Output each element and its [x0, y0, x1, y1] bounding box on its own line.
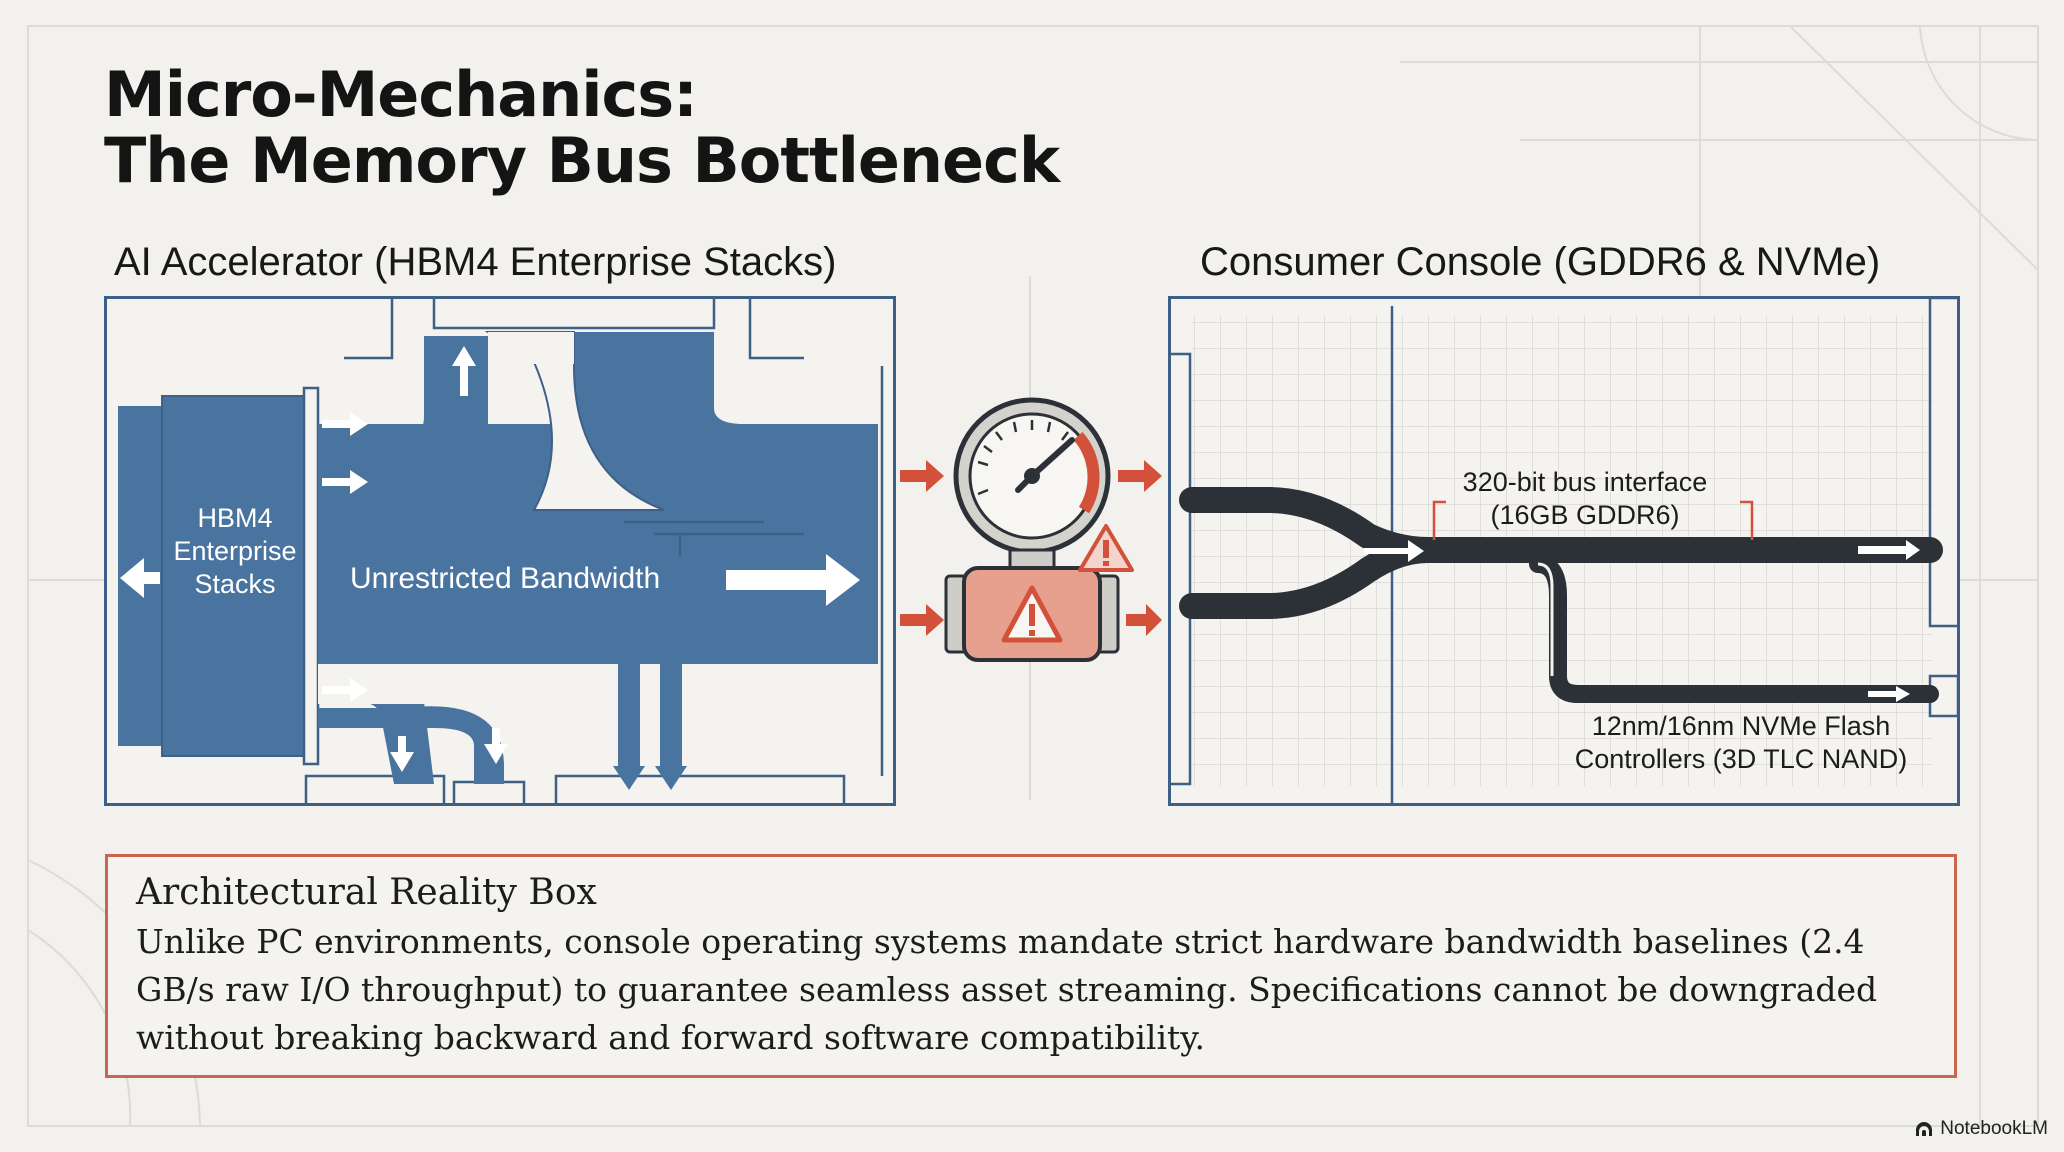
right-panel-heading: Consumer Console (GDDR6 & NVMe) — [1200, 240, 1881, 284]
gauge-icon — [953, 397, 1111, 555]
bus-interface-label: 320-bit bus interface (16GB GDDR6) — [1440, 466, 1730, 532]
valve-icon — [944, 566, 1120, 662]
left-arrow-icon — [120, 558, 160, 598]
hbm4-stack-label-line2: Enterprise — [173, 536, 297, 566]
bus-interface-label-line2: (16GB GDDR6) — [1490, 500, 1680, 530]
outflow-arrow-icon-1 — [1118, 460, 1162, 492]
right-arrow-icon-1 — [322, 412, 368, 436]
down-arrow-icon-1 — [390, 736, 414, 772]
right-arrow-icon-3 — [322, 678, 368, 702]
drop-arrow-b — [655, 766, 687, 790]
notebooklm-logo-icon — [1916, 1122, 1933, 1136]
hbm4-stack-label: HBM4 Enterprise Stacks — [164, 502, 306, 601]
bandwidth-arrow-icon — [726, 554, 860, 606]
reality-box-body: Unlike PC environments, console operatin… — [136, 922, 1878, 1057]
hbm4-stack-label-line1: HBM4 — [197, 503, 273, 533]
hbm4-stack-block — [161, 395, 311, 757]
notebooklm-branding: NotebookLM — [1914, 1118, 2048, 1140]
branch-highlight — [1537, 562, 1554, 676]
stack-interposer — [302, 386, 320, 766]
pressure-gauge-diagram — [900, 397, 1162, 662]
outflow-arrow-icon-2 — [1126, 604, 1162, 636]
warning-icon — [1078, 524, 1134, 572]
hbm4-stack-label-line3: Stacks — [194, 569, 276, 599]
slide-title: Micro-Mechanics: The Memory Bus Bottlene… — [104, 62, 1060, 197]
down-arrow-icon-2 — [484, 728, 508, 764]
funnel-neck — [488, 332, 574, 364]
bus-label-bracket — [1432, 500, 1754, 540]
right-arrow-icon-2 — [322, 470, 368, 494]
funnel-cutout — [484, 331, 665, 511]
consumer-console-diagram — [1168, 296, 1960, 806]
drop-pipe-b — [660, 596, 682, 766]
upper-right-pipe — [624, 332, 878, 496]
drop-arrow-a — [613, 766, 645, 790]
slide-title-line1: Micro-Mechanics: — [104, 58, 698, 131]
left-panel-heading: AI Accelerator (HBM4 Enterprise Stacks) — [114, 240, 837, 284]
upper-left-pipe — [318, 336, 488, 456]
upper-mid-pipe — [574, 332, 624, 424]
bus-arrow-icon-2 — [1858, 540, 1920, 560]
inflow-arrow-icon-1 — [900, 460, 944, 492]
bus-arrow-icon-1 — [1364, 540, 1424, 562]
unrestricted-bandwidth-label: Unrestricted Bandwidth — [350, 562, 661, 595]
drop-pipe-a — [618, 596, 640, 766]
bus-interface-label-line1: 320-bit bus interface — [1462, 467, 1708, 497]
reality-box-title: Architectural Reality Box — [136, 872, 597, 913]
ai-accelerator-diagram — [104, 296, 896, 806]
lower-mid-pipe — [318, 706, 504, 784]
nvme-controller-label-line2: Controllers (3D TLC NAND) — [1574, 744, 1908, 774]
notebooklm-label: NotebookLM — [1940, 1118, 2048, 1139]
nvme-controller-label: 12nm/16nm NVMe Flash Controllers (3D TLC… — [1556, 710, 1926, 776]
nvme-controller-label-line1: 12nm/16nm NVMe Flash — [1591, 711, 1891, 741]
nvme-arrow-icon — [1868, 686, 1910, 702]
bus-gap — [318, 664, 878, 704]
slide-title-line2: The Memory Bus Bottleneck — [104, 124, 1060, 197]
inflow-arrow-icon-2 — [900, 604, 944, 636]
architectural-reality-box — [105, 854, 1957, 1078]
up-arrow-icon — [452, 346, 476, 396]
